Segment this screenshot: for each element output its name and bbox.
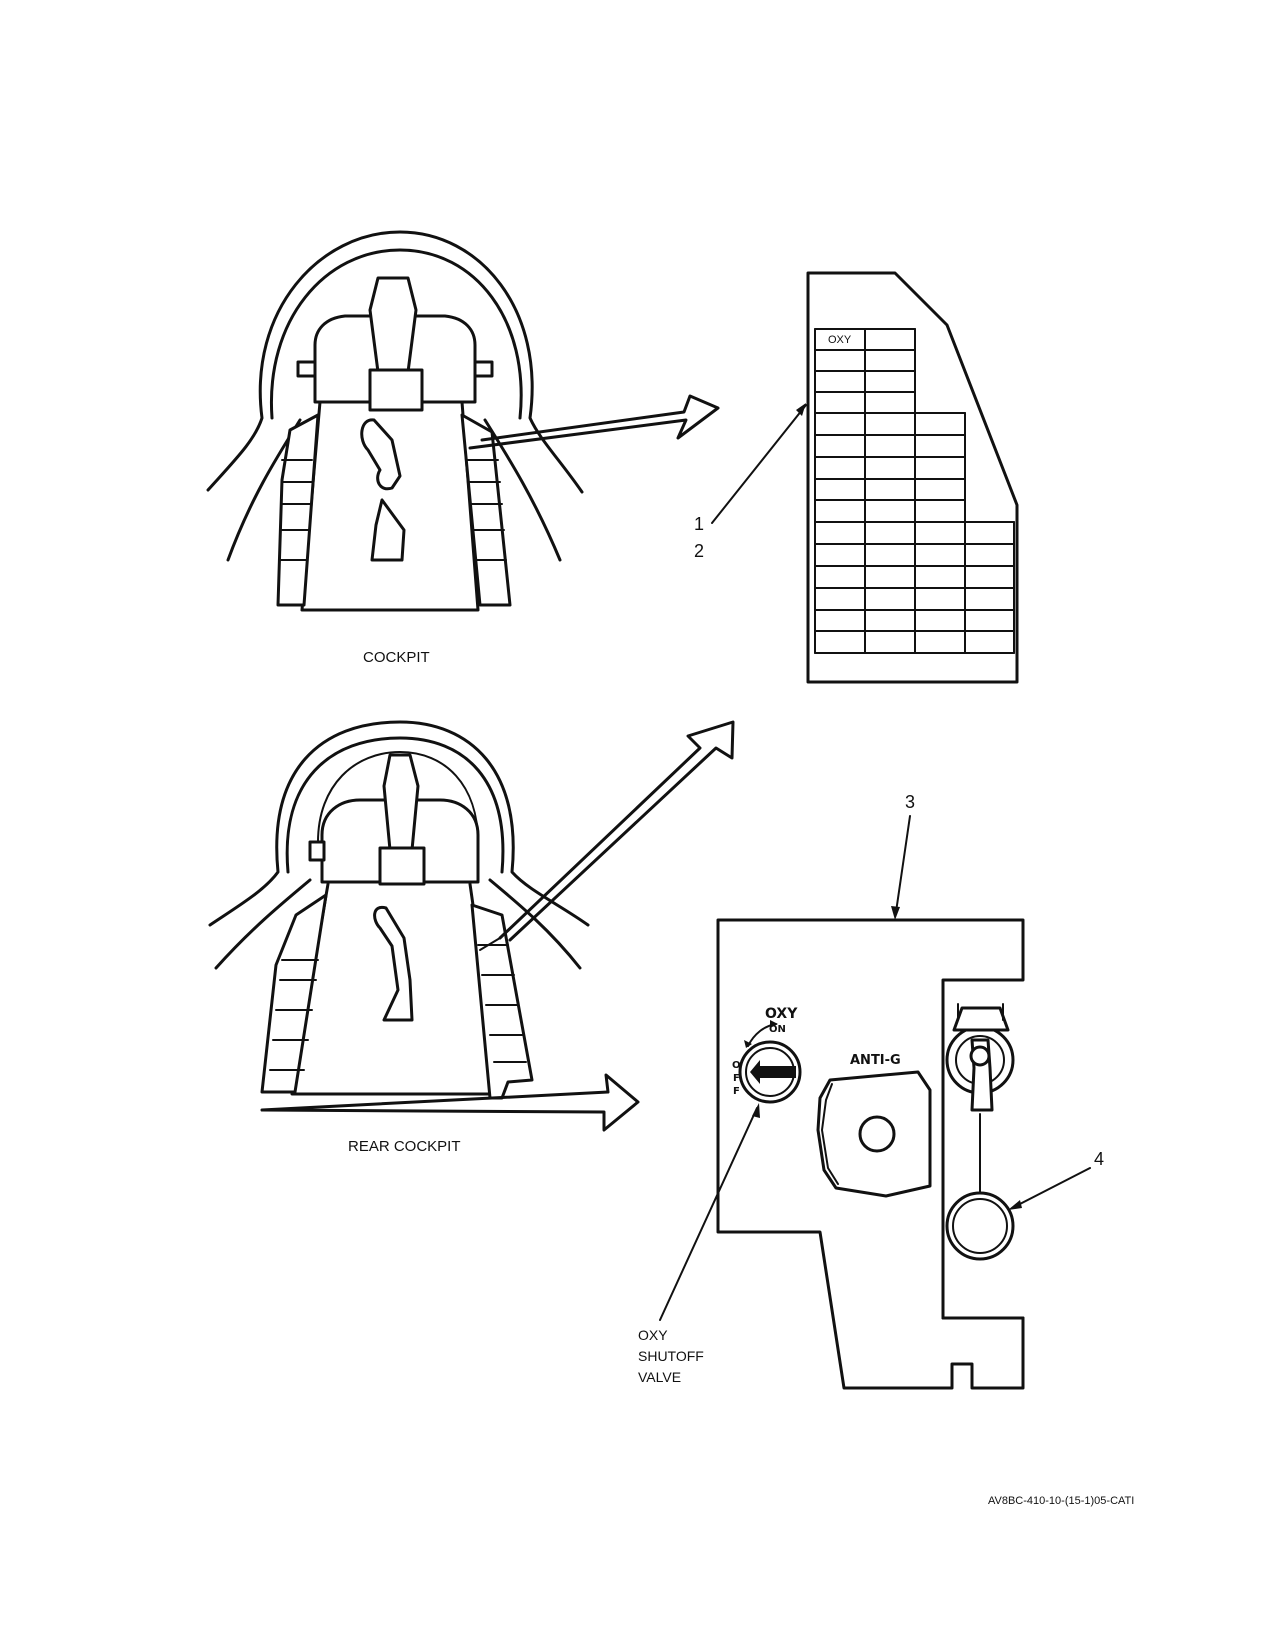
shutoff-valve-line-1: OXY — [638, 1327, 668, 1343]
leader-line-shutoff — [659, 1107, 758, 1321]
leader-arrowhead-1 — [796, 403, 806, 416]
leader-arrowhead-shutoff — [752, 1103, 760, 1118]
callout-4: 4 — [1094, 1149, 1104, 1169]
anti-g-label: ANTI-G — [850, 1053, 901, 1068]
arrow-rear-to-panel — [260, 1073, 640, 1132]
oxy-anti-g-panel — [716, 918, 1025, 1390]
shutoff-valve-line-3: VALVE — [638, 1369, 681, 1385]
figure-id: AV8BC-410-10-(15-1)05-CATI — [988, 1495, 1134, 1507]
oxy-label: OXY — [765, 1006, 798, 1022]
leader-arrowhead-4 — [1008, 1200, 1022, 1210]
arrow-rear-to-placard — [479, 720, 735, 951]
off-letter-o: O — [732, 1060, 741, 1071]
rear-cockpit-label: REAR COCKPIT — [348, 1138, 461, 1155]
leader-line-4 — [1011, 1167, 1091, 1209]
cockpit-label: COCKPIT — [363, 649, 430, 666]
leader-line-3 — [895, 815, 911, 913]
cockpit-view — [206, 230, 584, 612]
leader-arrowhead-3 — [891, 906, 900, 920]
placard-header: OXY — [828, 334, 852, 346]
rear-cockpit-view — [208, 720, 590, 1100]
oxy-placard: OXY — [806, 271, 1019, 684]
off-letter-f1: F — [733, 1073, 740, 1084]
callout-2: 2 — [694, 541, 704, 561]
on-label: ON — [769, 1024, 786, 1035]
leader-line-1 — [711, 404, 807, 524]
callout-1: 1 — [694, 514, 704, 534]
arrow-cockpit-to-placard — [468, 394, 720, 450]
off-letter-f2: F — [733, 1086, 740, 1097]
callout-3: 3 — [905, 792, 915, 812]
shutoff-valve-line-2: SHUTOFF — [638, 1348, 704, 1364]
